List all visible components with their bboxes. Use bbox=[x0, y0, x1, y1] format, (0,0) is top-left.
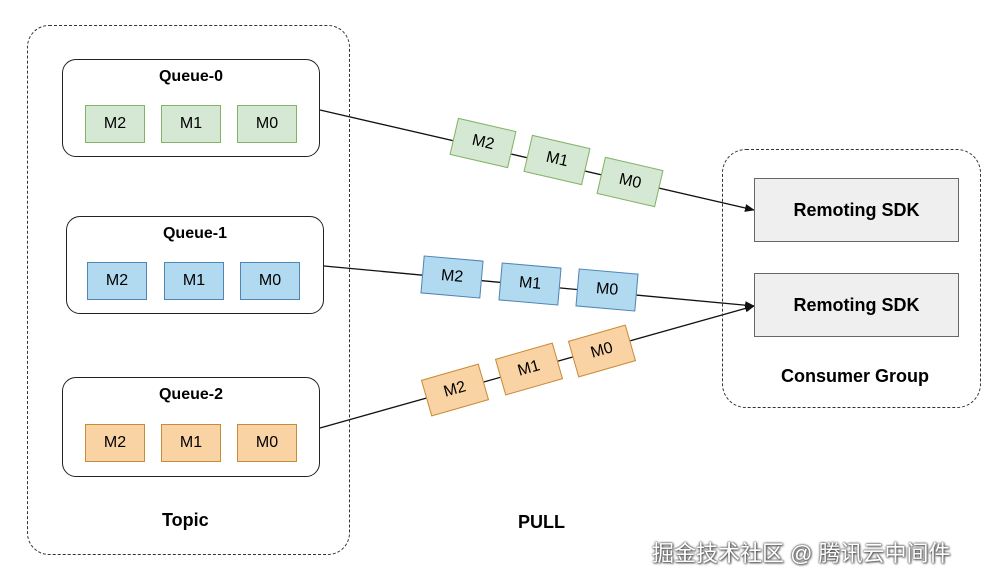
queue-message: M0 bbox=[237, 424, 297, 462]
queue-message: M2 bbox=[85, 105, 145, 143]
mode-label: PULL bbox=[518, 512, 565, 532]
consumer-group-container bbox=[722, 149, 981, 408]
watermark-text: 掘金技术社区 @ 腾讯云中间件 bbox=[652, 541, 951, 566]
remoting-sdk-box: Remoting SDK bbox=[754, 178, 959, 242]
flow-message: M1 bbox=[498, 262, 562, 306]
queue-message: M2 bbox=[87, 262, 147, 300]
queue-2: Queue-2 M2 M1 M0 bbox=[62, 377, 320, 477]
remoting-sdk-box: Remoting SDK bbox=[754, 273, 959, 337]
queue-message: M1 bbox=[161, 105, 221, 143]
topic-label: Topic bbox=[162, 510, 209, 530]
queue-message: M0 bbox=[237, 105, 297, 143]
flow-message: M2 bbox=[420, 255, 484, 299]
queue-title: Queue-2 bbox=[158, 386, 223, 403]
queue-title: Queue-1 bbox=[162, 225, 227, 242]
queue-1: Queue-1 M2 M1 M0 bbox=[66, 216, 324, 314]
queue-message: M0 bbox=[240, 262, 300, 300]
topic-container bbox=[27, 25, 350, 555]
queue-message: M1 bbox=[164, 262, 224, 300]
flow-message: M0 bbox=[575, 268, 639, 312]
consumer-group-label: Consumer Group bbox=[781, 366, 930, 386]
queue-0: Queue-0 M2 M1 M0 bbox=[62, 59, 320, 157]
queue-message: M2 bbox=[85, 424, 145, 462]
queue-title: Queue-0 bbox=[158, 68, 223, 85]
queue-message: M1 bbox=[161, 424, 221, 462]
